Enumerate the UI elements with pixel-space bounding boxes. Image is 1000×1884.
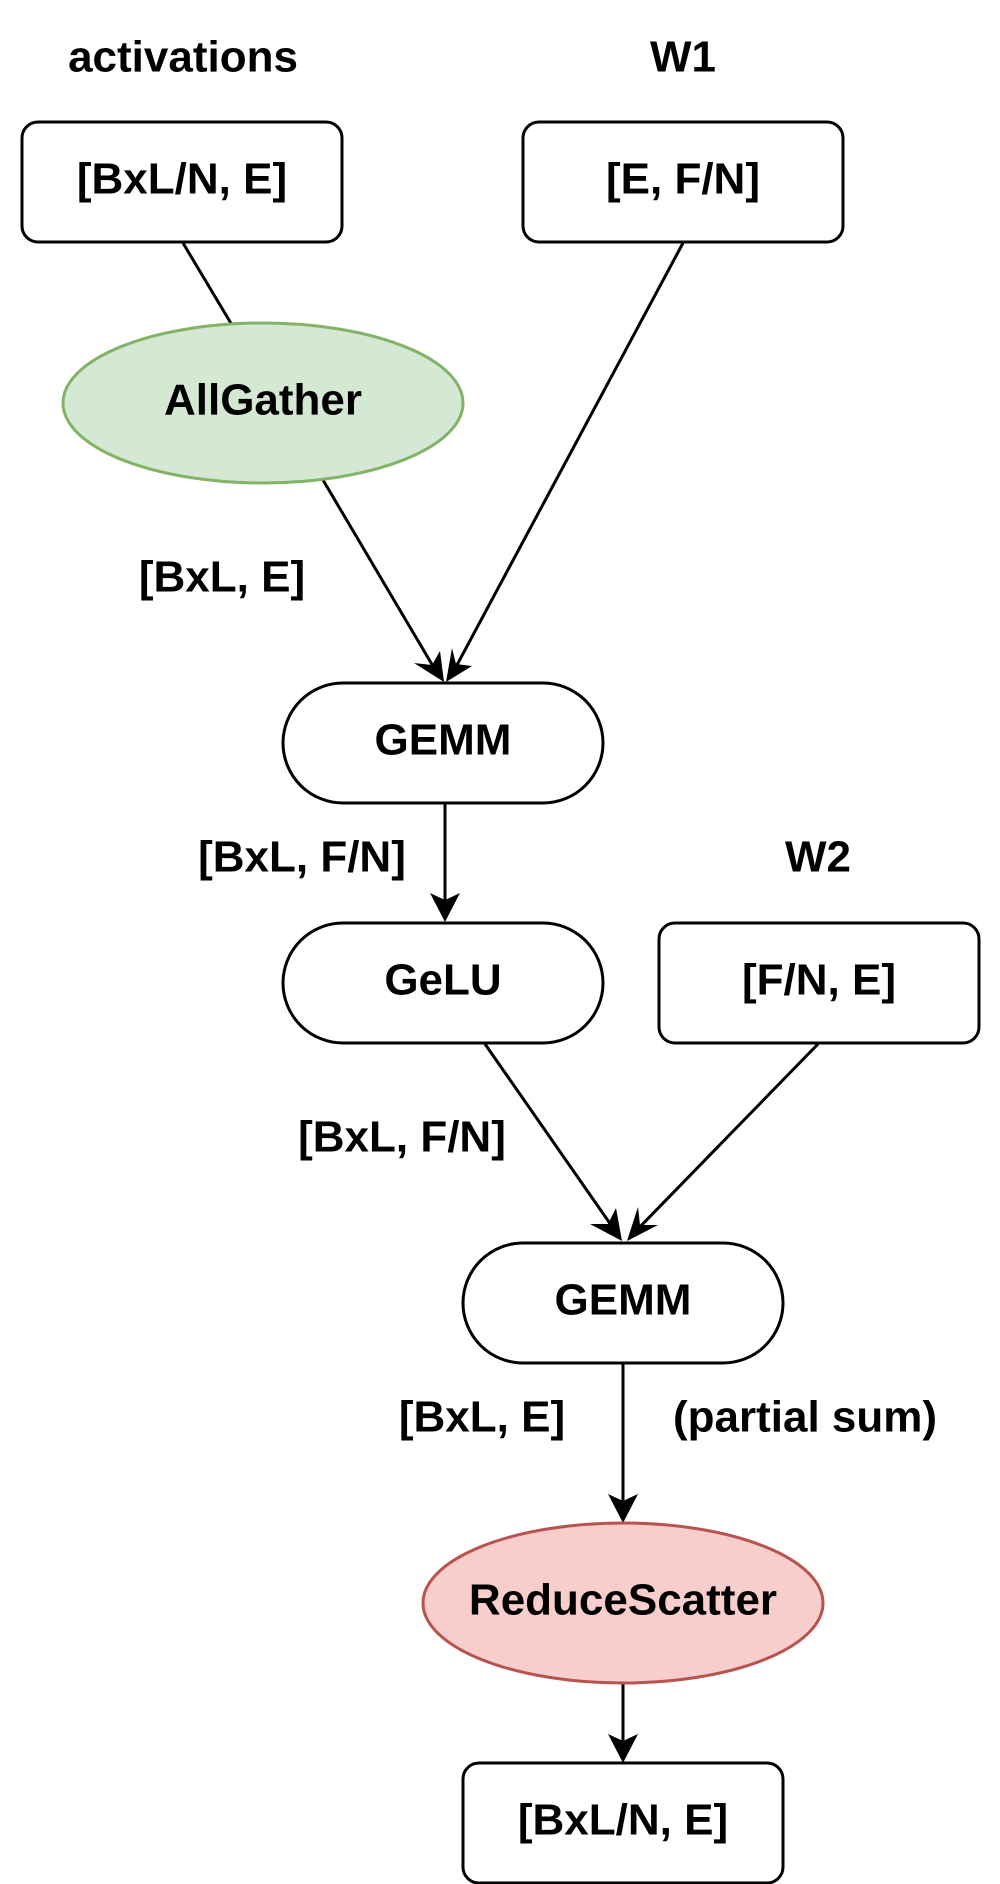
edge-allgather-to-gemm1 [321,479,442,679]
arrowhead-gelu-to-gemm2 [590,1208,622,1241]
w2-input-box: [F/N, E] [657,921,981,1045]
arrowhead-w1-to-gemm1 [446,648,472,682]
gemm2-output-shape: [BxL, E] [399,1393,565,1442]
arrowhead-gemm2-to-reducescatter [608,1494,638,1523]
edge-w1-to-gemm1 [448,242,685,679]
gelu-output-shape: [BxL, F/N] [298,1113,506,1162]
w1-title: W1 [650,33,716,82]
edge-gelu-to-gemm2 [483,1043,620,1236]
gemm2-label: GEMM [555,1276,692,1325]
edge-w2-to-gemm2 [630,1042,820,1237]
activations-input-label: [BxL/N, E] [77,155,287,204]
partial-sum-note: (partial sum) [673,1393,937,1442]
gelu-node: GeLU [281,921,605,1045]
arrowhead-allgather-to-gemm1 [414,651,444,682]
reducescatter-label: ReduceScatter [469,1576,777,1625]
arrowhead-reducescatter-to-output [608,1734,638,1763]
w2-title: W2 [785,833,851,882]
gemm1-output-shape: [BxL, F/N] [198,833,406,882]
gemm2-node: GEMM [461,1241,785,1365]
output-box: [BxL/N, E] [461,1761,785,1884]
arrowhead-w2-to-gemm2 [627,1207,658,1241]
gelu-label: GeLU [384,956,501,1005]
allgather-node: AllGather [61,321,465,485]
gemm1-label: GEMM [375,716,512,765]
reducescatter-node: ReduceScatter [421,1521,825,1685]
w1-input-box: [E, F/N] [521,120,845,244]
w2-input-label: [F/N, E] [742,956,896,1005]
arrowhead-gemm1-to-gelu [430,893,460,922]
activations-title: activations [68,33,298,82]
activations-input-box: [BxL/N, E] [20,120,344,244]
allgather-label: AllGather [164,376,362,425]
w1-input-label: [E, F/N] [606,155,760,204]
allgather-output-shape: [BxL, E] [139,553,305,602]
output-label: [BxL/N, E] [518,1796,728,1845]
gemm1-node: GEMM [281,681,605,805]
edge-activations-to-allgather [181,242,234,326]
